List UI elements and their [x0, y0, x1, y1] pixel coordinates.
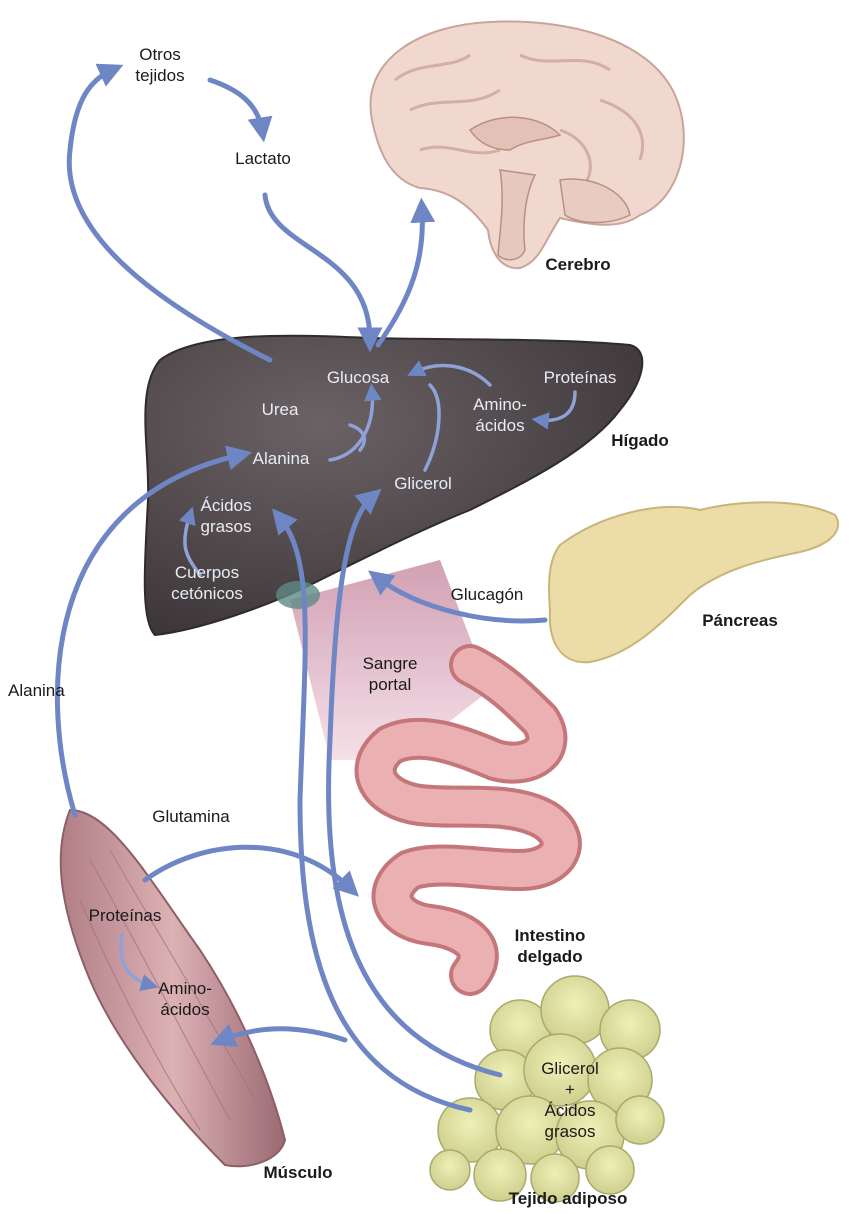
arrow-other-tissues-to-lactate — [210, 80, 262, 130]
arrow-liver-to-other-tissues — [69, 70, 270, 360]
organ-muscle-label: Músculo — [238, 1162, 358, 1183]
liver-aminoacids-label: Amino- ácidos — [460, 394, 540, 436]
label-portal-blood: Sangre portal — [350, 653, 430, 695]
organ-intestine-label: Intestino delgado — [490, 925, 610, 967]
liver-glucose-label: Glucosa — [308, 367, 408, 388]
label-alanine-blood: Alanina — [8, 680, 88, 701]
brain-illustration — [370, 22, 683, 269]
label-glucagon: Glucagón — [432, 584, 542, 605]
liver-ketone-bodies-label: Cuerpos cetónicos — [152, 562, 262, 604]
pancreas-illustration — [549, 502, 838, 662]
muscle-aminoacids-label: Amino- ácidos — [145, 978, 225, 1020]
liver-alanine-label: Alanina — [236, 448, 326, 469]
arrow-glutamine-to-intestine — [145, 847, 350, 888]
arrow-glucose-to-brain — [378, 210, 422, 345]
liver-fatty-acids-label: Ácidos grasos — [186, 495, 266, 537]
label-other-tissues: Otros tejidos — [120, 44, 200, 86]
liver-urea-label: Urea — [245, 399, 315, 420]
arrow-lactate-to-glucose — [265, 195, 370, 340]
organ-liver-label: Hígado — [590, 430, 690, 451]
organ-brain-label: Cerebro — [518, 254, 638, 275]
adipose-glycerol-fatty-acids-label: Glicerol + Ácidos grasos — [520, 1058, 620, 1142]
liver-glycerol-label: Glicerol — [378, 473, 468, 494]
muscle-proteins-label: Proteínas — [70, 905, 180, 926]
label-glutamine: Glutamina — [136, 806, 246, 827]
label-lactate: Lactato — [218, 148, 308, 169]
liver-proteins-label: Proteínas — [520, 367, 640, 388]
organ-adipose-label: Tejido adiposo — [478, 1188, 658, 1209]
organ-pancreas-label: Páncreas — [680, 610, 800, 631]
